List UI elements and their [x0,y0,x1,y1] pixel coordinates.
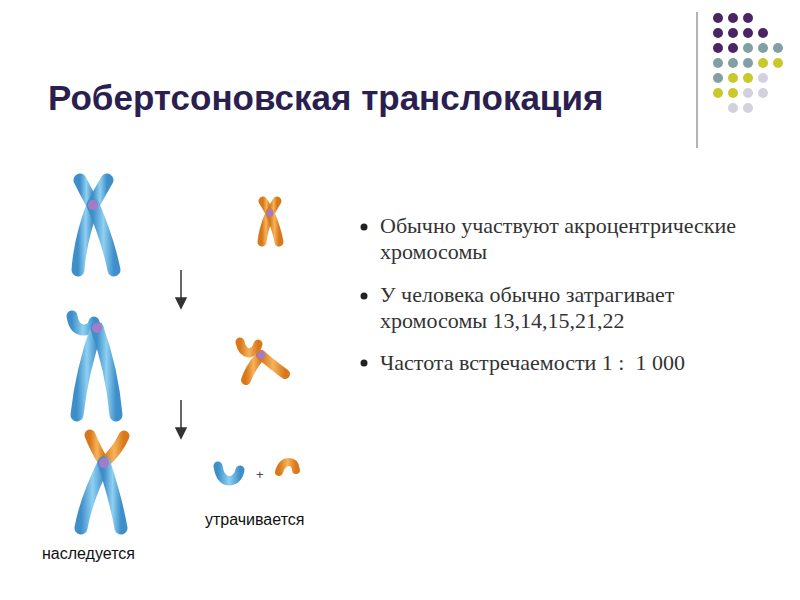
decor-dot [743,103,753,113]
orange-fragment [279,462,296,472]
caption-inherited: наследуется [42,545,135,563]
decor-dots [713,13,783,113]
decor-dot [758,73,768,83]
bullet-mark [361,224,368,367]
centromere [92,323,102,333]
orange-short-arms [240,342,258,353]
decor-dot [758,28,768,38]
decor-dot [713,13,723,23]
blue-fragment [218,466,240,481]
decor-dot [773,58,783,68]
caption-lost: утрачивается [205,511,304,529]
blue-long-arms [77,328,116,415]
decor-dot [743,58,753,68]
orange-long-arms [246,355,285,380]
centromere [99,458,109,468]
decor-dot [743,13,753,23]
decor-dot [713,28,723,38]
decor-dot [728,88,738,98]
decor-dot [743,88,753,98]
decor-dot [713,43,723,53]
slide-title: Робертсоновская транслокация [48,78,603,118]
bullet-text: Обычно участвуют акроцентрические хромос… [380,213,755,266]
decor-dot [758,58,768,68]
decor-dot [728,103,738,113]
decor-dot [743,43,753,53]
decor-dot [758,43,768,53]
decor-dot [743,28,753,38]
divider-line [696,12,698,148]
centromere [88,200,98,210]
step-arrow [176,270,186,438]
bullet-text: У человека обычно затрагивает хромосомы … [380,282,755,335]
orange-chromosome [262,201,279,242]
blue-long-arms [81,463,121,528]
decor-dot [713,58,723,68]
decor-dot [773,43,783,53]
centromere [267,210,274,217]
decor-dot [713,88,723,98]
decor-dot [758,88,768,98]
decor-dot [728,28,738,38]
centromere [257,351,265,359]
decor-dot [728,73,738,83]
decor-dot [743,73,753,83]
blue-chromosome [78,180,114,270]
decor-dot [728,43,738,53]
plus-sign: + [256,467,264,482]
bullet-text: Частота встречаемости 1 : 1 000 [380,350,755,376]
decor-dot [728,13,738,23]
decor-dot [728,58,738,68]
decor-dot [713,73,723,83]
